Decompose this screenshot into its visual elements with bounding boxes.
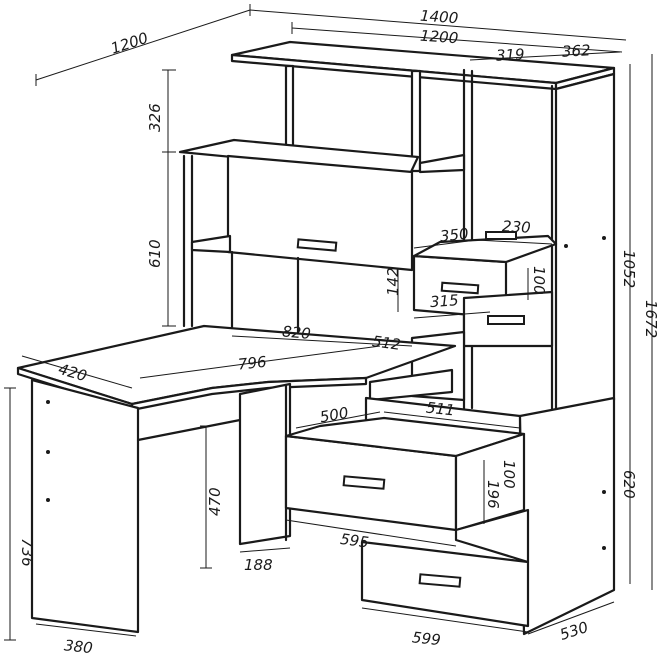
dimension-lines: [4, 4, 653, 641]
second-drawer-handle: [487, 315, 525, 325]
dim-line-1200-left: [35, 9, 251, 81]
dim-line-350: [413, 239, 477, 249]
upper-drawer-back-handle: [485, 231, 517, 240]
label-530: 530: [558, 618, 591, 644]
panel-hole: [46, 498, 50, 502]
label-1200-left: 1200: [109, 29, 151, 58]
label-1052: 1052: [620, 250, 638, 288]
cabinet-hole: [602, 490, 606, 494]
desk-structure: [16, 40, 616, 636]
cabinet-hole: [602, 546, 606, 550]
label-100-lower: 100: [500, 460, 518, 489]
label-796: 796: [237, 353, 267, 374]
label-470: 470: [206, 487, 224, 516]
panel-hole: [46, 450, 50, 454]
label-1400: 1400: [419, 7, 458, 28]
label-188: 188: [244, 556, 273, 574]
dim-line-1400: [249, 9, 627, 41]
dim-line-319-362: [469, 51, 621, 61]
middle-leg-panel: [238, 382, 292, 546]
upper-drawer-handle: [440, 281, 480, 295]
dim-line-230: [475, 239, 553, 245]
dim-line-820: [231, 335, 413, 347]
label-595: 595: [339, 530, 370, 552]
label-362: 362: [561, 41, 591, 60]
dim-line-500: [295, 411, 381, 429]
desk-top-edge-front: [130, 376, 368, 412]
dimension-labels: 1200 1400 1200 319 362 326 610 1052 1672…: [18, 7, 660, 658]
label-319: 319: [495, 45, 525, 64]
label-820: 820: [281, 322, 311, 342]
middle-drawer-side: [454, 508, 530, 564]
label-736: 736: [18, 538, 36, 567]
label-230: 230: [502, 217, 532, 236]
modesty-panel: [136, 418, 242, 442]
dim-line-420: [21, 355, 133, 389]
label-100-upper: 100: [530, 266, 548, 295]
left-post: [284, 64, 295, 154]
dim-line-315: [413, 311, 491, 319]
dim-line-530: [527, 601, 615, 635]
label-610: 610: [146, 239, 164, 268]
dim-line-188: [239, 547, 291, 553]
dim-line-511: [383, 411, 521, 429]
lower-cabinet-side: [518, 396, 616, 636]
label-350: 350: [439, 225, 469, 246]
left-shelf: [190, 234, 232, 254]
left-leg-panel: [30, 378, 140, 634]
label-142: 142: [384, 267, 402, 296]
label-620: 620: [620, 470, 638, 499]
dim-line-380: [35, 623, 137, 637]
right-post: [410, 69, 422, 173]
label-512: 512: [371, 332, 402, 354]
big-drawer-handle: [342, 475, 386, 490]
dim-line-1200-top: [291, 27, 623, 53]
label-511: 511: [425, 399, 455, 420]
label-315: 315: [429, 291, 459, 311]
bottom-drawer-handle: [418, 573, 462, 588]
label-326: 326: [146, 103, 164, 132]
label-1200-top: 1200: [419, 27, 458, 48]
dim-line-796: [139, 345, 381, 379]
label-500: 500: [318, 404, 349, 427]
label-380: 380: [63, 636, 93, 657]
flap-door: [226, 154, 414, 272]
tower-hole: [564, 244, 568, 248]
label-1672: 1672: [642, 300, 660, 338]
small-shelf: [418, 153, 466, 174]
panel-hole: [46, 400, 50, 404]
flap-door-handle: [296, 238, 338, 252]
dim-line-595: [285, 519, 457, 547]
label-196: 196: [484, 480, 502, 509]
label-599: 599: [411, 628, 441, 649]
keyboard-drawer: [368, 368, 454, 402]
dim-line-599: [361, 607, 529, 633]
tower-hole: [602, 236, 606, 240]
